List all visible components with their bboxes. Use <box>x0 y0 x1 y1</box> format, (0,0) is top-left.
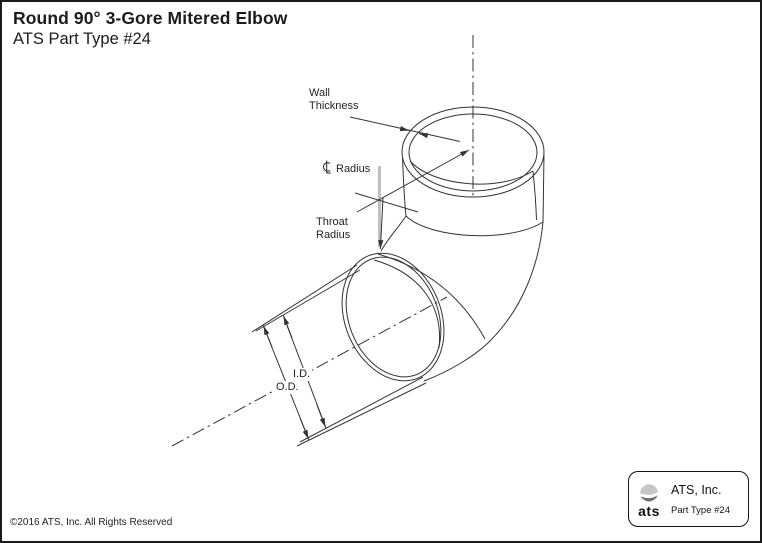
centerline-radius-label: Radius <box>322 160 370 178</box>
copyright-text: ©2016 ATS, Inc. All Rights Reserved <box>10 517 173 528</box>
elbow-body <box>341 106 545 382</box>
heel-silhouette <box>423 221 544 382</box>
cl-radius-line <box>356 149 470 213</box>
miter-joint-1 <box>405 215 544 237</box>
wall-thickness-label: Wall Thickness <box>309 87 359 112</box>
top-opening-outer <box>401 106 545 198</box>
page-title: Round 90° 3-Gore Mitered Elbow <box>13 8 288 28</box>
ext-upper-outer <box>251 264 358 333</box>
bottom-opening-inner <box>345 256 442 378</box>
title-block-text: ATS, Inc. Part Type #24 <box>671 483 730 516</box>
centerline-symbol-icon <box>322 160 331 178</box>
throat-radius-label: Throat Radius <box>316 216 351 241</box>
miter-joint-2 <box>377 253 486 340</box>
top-gore-left-side <box>402 157 407 217</box>
part-type: Part Type #24 <box>671 504 730 516</box>
top-interior-arc <box>409 160 534 185</box>
ext-lower-outer <box>296 382 427 447</box>
ats-logo: ats <box>638 482 660 519</box>
top-opening-inner <box>408 113 538 192</box>
dimension-lines <box>251 116 470 447</box>
throat-silhouette <box>380 215 407 252</box>
id-label: I.D. <box>291 368 313 381</box>
od-label: O.D. <box>274 381 301 394</box>
company-name: ATS, Inc. <box>671 482 722 497</box>
lower-centerline <box>171 296 448 447</box>
logo-text: ats <box>638 502 660 519</box>
ats-sphere-icon <box>638 482 660 505</box>
center-tick <box>354 192 419 213</box>
title-block: ats ATS, Inc. Part Type #24 <box>628 471 749 527</box>
top-gore-right-side <box>542 154 545 223</box>
centerline-radius-text: Radius <box>336 162 371 175</box>
bottom-interior-arc <box>373 259 441 349</box>
drawing-header: Round 90° 3-Gore Mitered Elbow ATS Part … <box>13 7 287 50</box>
top-gore-right-inner <box>532 170 537 221</box>
page-subtitle: ATS Part Type #24 <box>13 30 151 48</box>
bottom-opening-outer <box>341 252 445 382</box>
ext-upper-inner <box>255 269 361 332</box>
ext-lower-inner <box>299 376 424 443</box>
centerlines <box>171 35 474 447</box>
throat-radius-line <box>378 197 384 250</box>
